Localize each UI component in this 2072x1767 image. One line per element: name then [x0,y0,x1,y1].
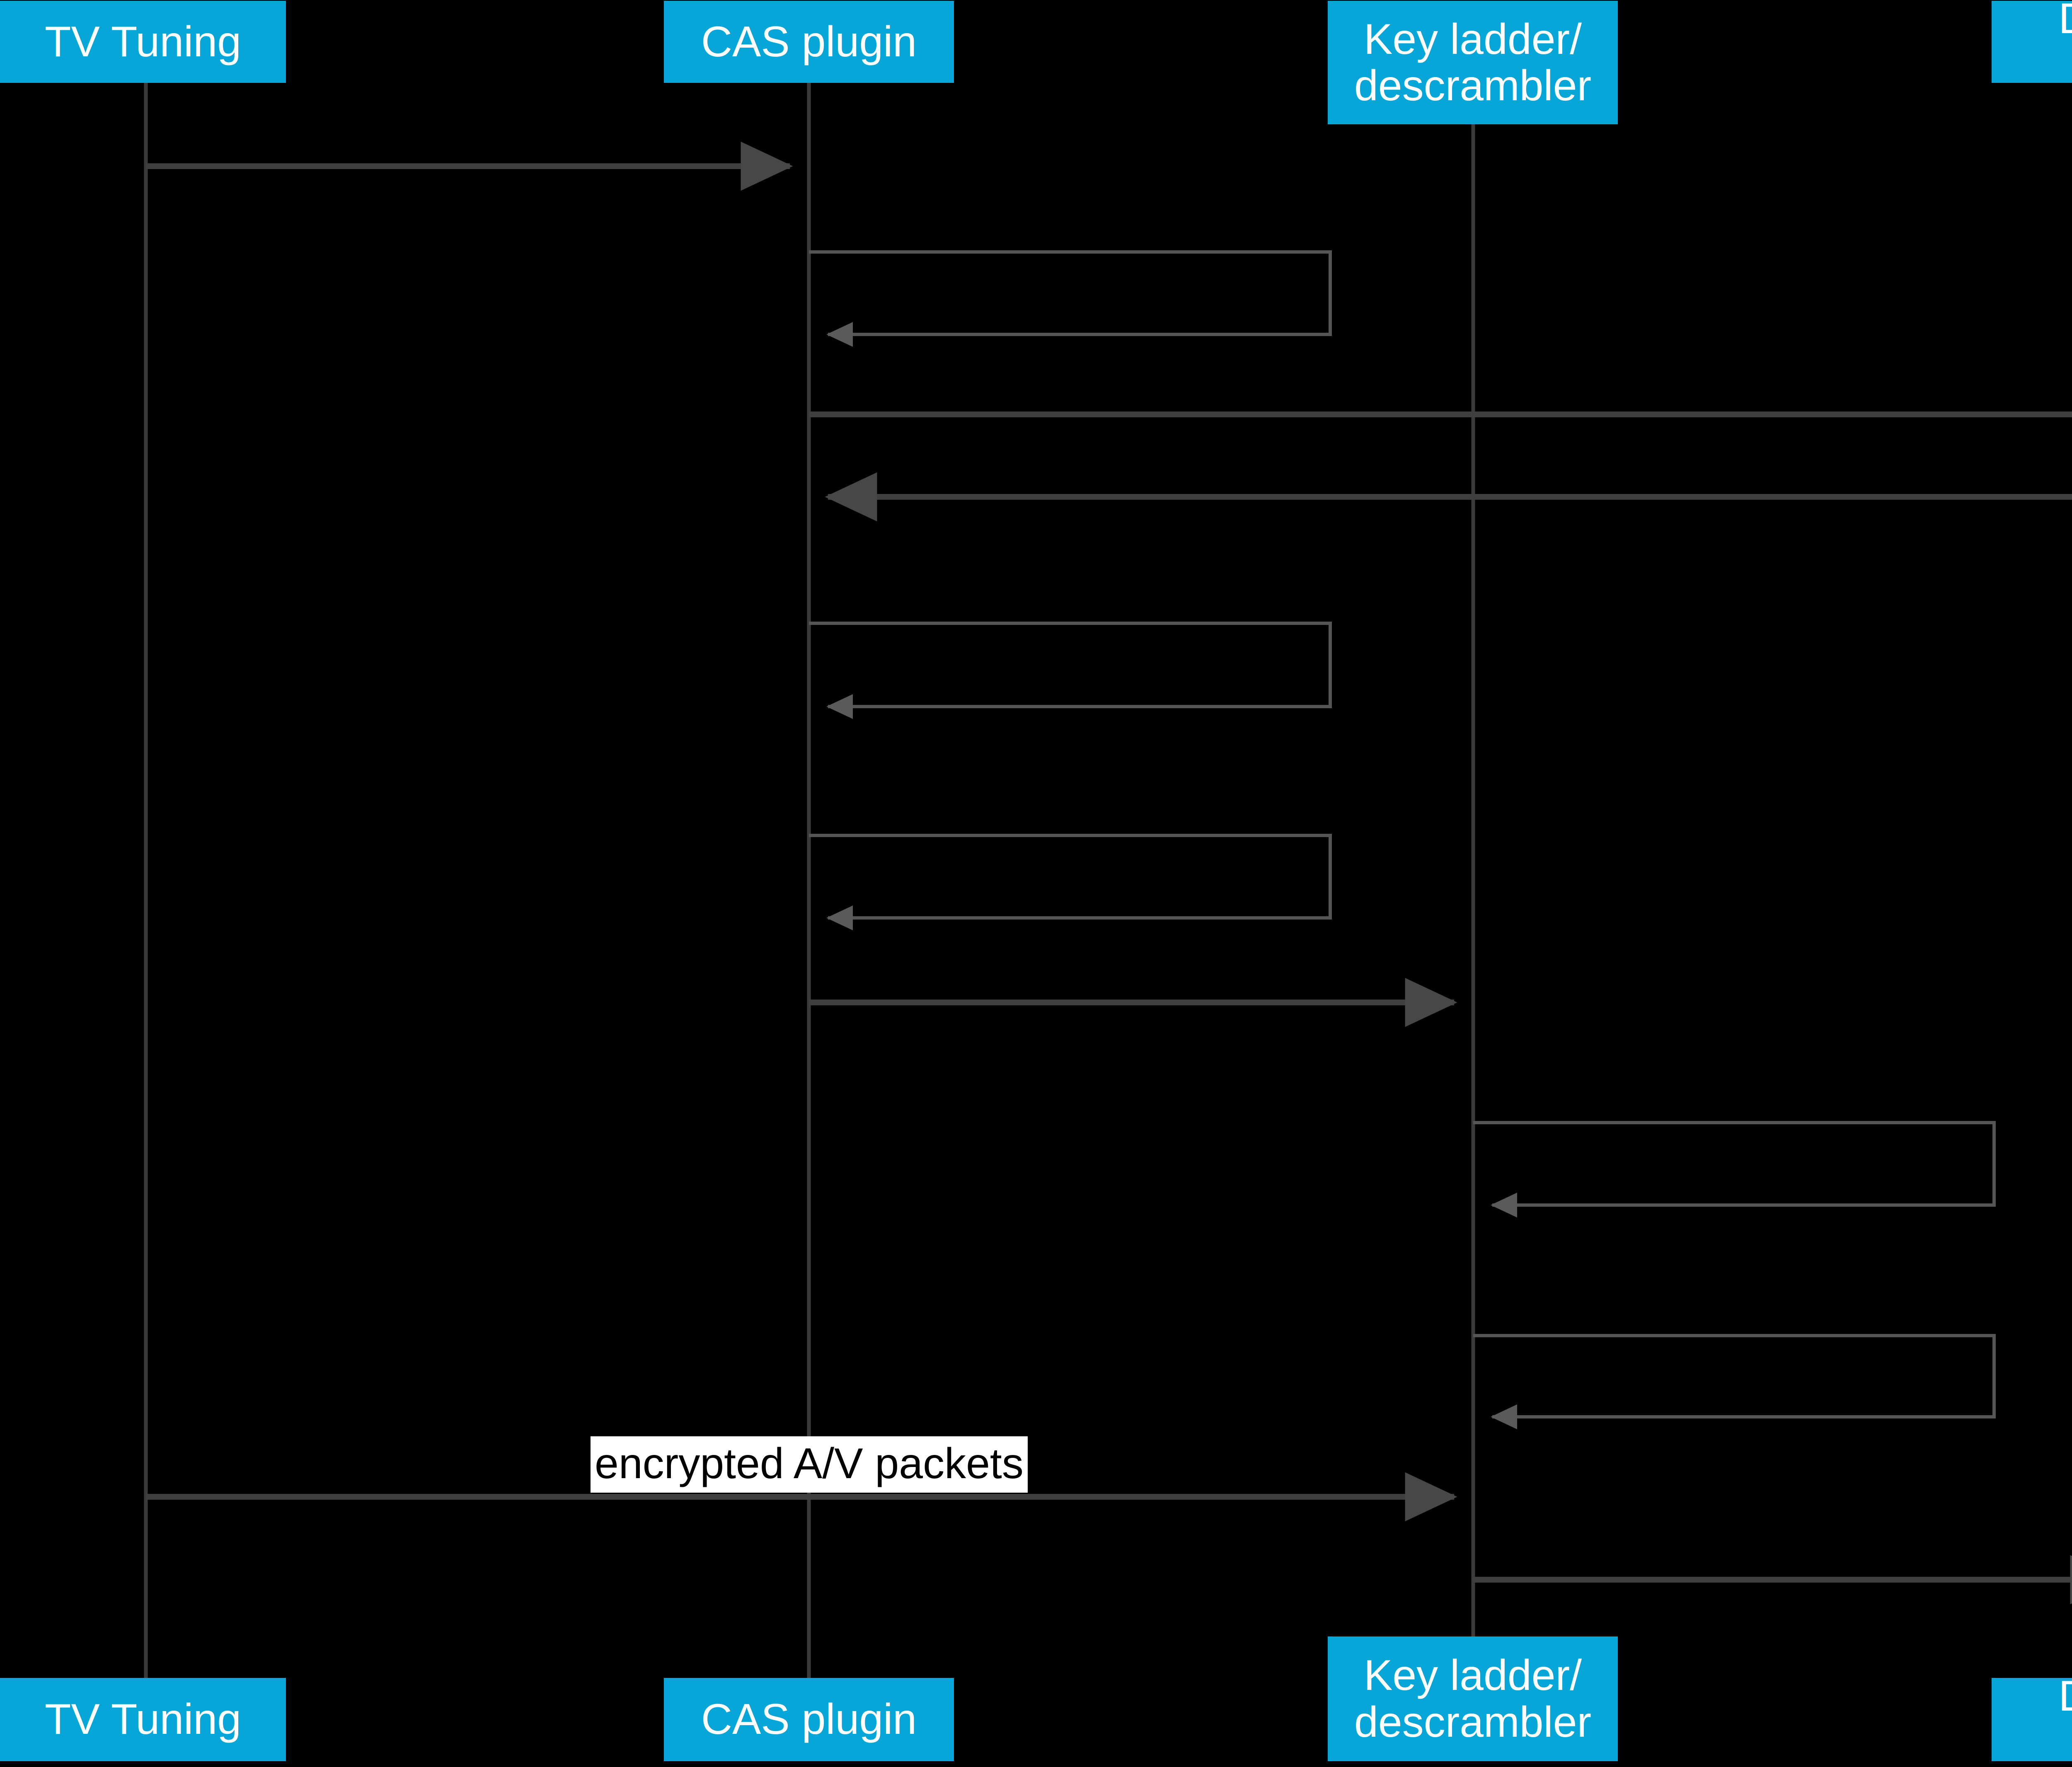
self-call-message-8[interactable] [1473,1121,1996,1218]
self-call-message-5[interactable] [809,622,1332,719]
participant-label-cas-bottom: CAS plugin [701,1695,917,1744]
participant-box-tv-bottom[interactable]: TV Tuning [0,1678,286,1761]
self-call-message-2[interactable] [809,250,1332,347]
participant-label-cas-top: CAS plugin [701,17,917,66]
participant-label-tv-top: TV Tuning [44,17,242,66]
participant-box-tv-top[interactable]: TV Tuning [0,1,286,83]
message-label-encrypted-av-packets: encrypted A/V packets [591,1436,1028,1493]
participant-label-keyladder-bottom: Key ladder/ descrambler [1354,1651,1592,1746]
participant-box-decode-top[interactable]: Decode, display [1992,0,2072,88]
participant-label-decode-top: Decode, display [1992,0,2072,88]
participant-label-keyladder-top: Key ladder/ descrambler [1354,15,1592,110]
self-call-message-6[interactable] [809,834,1332,931]
participant-label-tv-bottom: TV Tuning [44,1695,242,1744]
lifelines-group [144,83,1475,1678]
participant-box-keyladder-bottom[interactable]: Key ladder/ descrambler [1328,1636,1618,1761]
participant-box-cas-bottom[interactable]: CAS plugin [664,1678,954,1761]
participant-box-keyladder-top[interactable]: Key ladder/ descrambler [1328,1,1618,124]
participant-box-decode-bottom[interactable]: Decode, display [1992,1673,2072,1766]
participant-label-decode-bottom: Decode, display [1992,1673,2072,1766]
messages-group [146,141,2072,1605]
participant-box-cas-top[interactable]: CAS plugin [664,1,954,83]
self-call-message-9[interactable] [1473,1334,1996,1430]
